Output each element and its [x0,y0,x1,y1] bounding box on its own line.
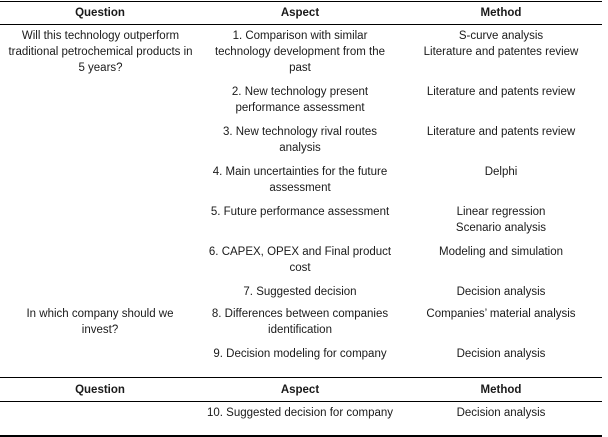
question-1: Will this technology outperform traditio… [8,30,193,74]
method-8: Companies’ material analysis [426,308,576,320]
aspect-9: 9. Decision modeling for company [213,348,387,360]
table-2-top-rule [0,376,602,378]
method-3: Literature and patents review [426,126,576,138]
method-2: Literature and patents review [426,86,576,98]
table-1-header-rule [0,23,602,25]
method-1: S-curve analysis Literature and patentes… [423,30,579,58]
aspect-2: 2. New technology present performance as… [231,86,369,114]
aspect-10: 10. Suggested decision for company [206,407,394,419]
aspect-5: 5. Future performance assessment [210,206,390,218]
header-question: Question [75,7,125,19]
header-aspect-2: Aspect [280,384,320,396]
question-2: In which company should we invest? [26,308,174,336]
method-7: Decision analysis [456,286,546,298]
table-2-bottom-rule [0,435,602,437]
header-method-2: Method [480,384,522,396]
aspect-7: 7. Suggested decision [243,286,357,298]
header-question-2: Question [75,384,125,396]
aspect-6: 6. CAPEX, OPEX and Final product cost [208,246,392,274]
method-9: Decision analysis [456,348,546,360]
method-4: Delphi [484,166,518,178]
aspect-3: 3. New technology rival routes analysis [222,126,378,154]
table-1-top-rule [0,0,602,2]
aspect-8: 8. Differences between companies identif… [211,308,389,336]
method-5: Linear regression Scenario analysis [455,206,547,234]
header-method: Method [480,7,522,19]
aspect-1: 1. Comparison with similar technology de… [214,30,386,74]
aspect-4: 4. Main uncertainties for the future ass… [212,166,388,194]
method-6: Modeling and simulation [438,246,564,258]
header-aspect: Aspect [280,7,320,19]
table-2-header-rule [0,400,602,402]
method-10: Decision analysis [456,407,546,419]
